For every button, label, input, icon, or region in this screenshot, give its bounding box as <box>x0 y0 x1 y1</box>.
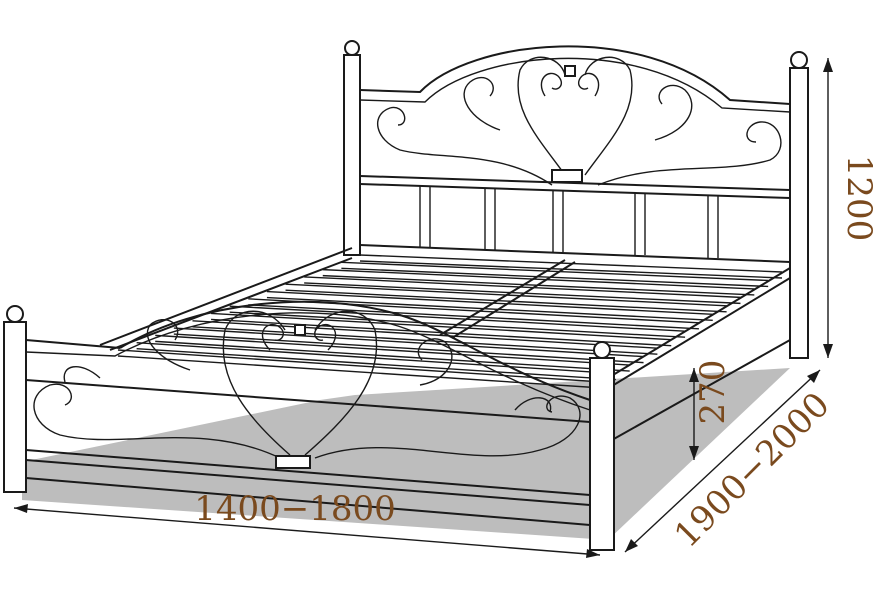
footboard-mid-rail <box>25 379 591 423</box>
headboard-bottom-rail <box>359 244 791 263</box>
slat <box>136 347 616 381</box>
height-label: 1200 <box>839 155 879 242</box>
footboard-right-knob <box>593 341 611 359</box>
footboard-right-post <box>589 357 615 551</box>
floor-shadow <box>22 368 790 540</box>
footboard-left-knob <box>6 305 24 323</box>
left-side-rail <box>99 247 353 346</box>
footboard <box>3 300 615 551</box>
slat <box>117 355 603 389</box>
slat <box>304 276 741 299</box>
headboard-scrollwork <box>377 56 782 186</box>
footboard-scrollwork <box>33 310 581 469</box>
headboard-left-post <box>343 54 361 256</box>
width-label: 1400−1800 <box>194 489 396 529</box>
slat <box>341 267 769 288</box>
footboard-height-label: 270 <box>693 360 733 425</box>
slat <box>155 340 630 372</box>
slat <box>117 349 603 383</box>
footboard-left-post <box>3 321 27 493</box>
slat <box>266 296 713 322</box>
right-lower-rail <box>611 339 791 441</box>
slat <box>341 261 769 282</box>
headboard-bars <box>419 186 719 258</box>
slat <box>322 268 755 290</box>
footboard-bottom-rail <box>25 477 591 526</box>
dimension-footboard-height: 270 <box>689 360 733 460</box>
slat <box>229 311 686 338</box>
headboard-right-post <box>789 67 809 359</box>
slat <box>359 254 783 273</box>
headboard <box>343 40 809 359</box>
dimension-width: 1400−1800 <box>13 489 601 558</box>
slat <box>248 304 699 330</box>
slat <box>136 341 616 375</box>
center-rail <box>439 259 566 336</box>
footboard-lower-rail <box>25 449 591 496</box>
slat <box>229 305 686 332</box>
headboard-left-knob <box>344 40 360 56</box>
footboard-top-rail <box>25 339 121 349</box>
slat <box>211 312 672 341</box>
headboard-right-knob <box>790 51 808 69</box>
slat <box>304 282 741 305</box>
slat <box>359 260 783 279</box>
dimension-height: 1200 <box>823 58 879 358</box>
slat <box>322 274 755 296</box>
slats <box>117 254 783 389</box>
slat <box>266 290 713 316</box>
headboard-arch <box>359 45 791 105</box>
slat <box>173 333 644 364</box>
slat <box>173 327 644 358</box>
slat <box>155 334 630 366</box>
slat <box>285 283 727 307</box>
slat <box>285 289 727 313</box>
slat <box>192 326 658 355</box>
